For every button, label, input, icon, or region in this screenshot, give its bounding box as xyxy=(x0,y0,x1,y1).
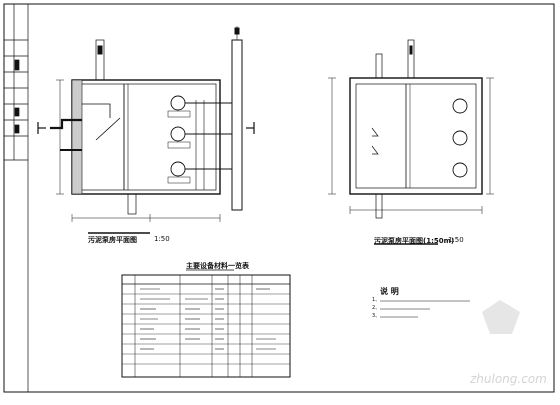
notes-line-1: 1、 xyxy=(372,297,381,303)
equipment-table xyxy=(121,269,291,378)
left-plan xyxy=(37,26,255,234)
sheet-border xyxy=(3,3,555,393)
right-view-scale: 1:50 xyxy=(448,236,464,244)
left-view-scale: 1:50 xyxy=(154,235,170,243)
table-title: 主要设备材料一览表 xyxy=(186,262,249,270)
watermark-stamp xyxy=(482,300,520,334)
notes-line-2: 2、 xyxy=(372,305,381,311)
notes-title: 说 明 xyxy=(380,287,399,296)
right-view-title: 污泥泵房平面图(1:50m) xyxy=(374,237,455,245)
left-view-title: 污泥泵房平面图 xyxy=(88,236,137,244)
title-block-strip xyxy=(4,4,29,392)
notes-block xyxy=(380,300,470,318)
notes-line-3: 3、 xyxy=(372,313,381,319)
watermark-text: zhulong.com xyxy=(470,372,547,386)
right-plan xyxy=(328,39,494,245)
